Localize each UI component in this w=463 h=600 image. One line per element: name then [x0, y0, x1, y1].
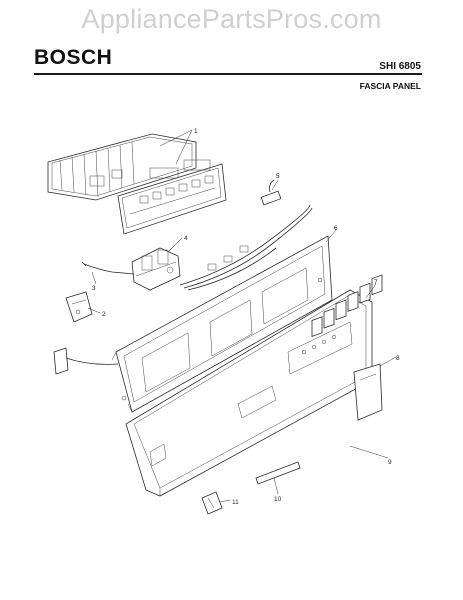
callout-4: 4: [184, 235, 188, 242]
callout-10: 10: [274, 496, 282, 503]
callout-9: 9: [388, 459, 392, 466]
callout-11: 11: [232, 499, 239, 506]
part-3-wire: [81, 261, 135, 275]
part-8-trim-strip: [353, 363, 383, 421]
model-number: SHI 6805: [379, 61, 421, 72]
section-title: FASCIA PANEL: [359, 81, 421, 91]
side-bracket: [53, 347, 119, 375]
part-2-bracket: [65, 291, 93, 323]
wiring-harness: [179, 204, 313, 291]
leader-lines: [87, 129, 397, 503]
callout-labels: 1 2 3 4 5 6 7 8 9 10 11: [92, 128, 400, 506]
callout-2: 2: [102, 311, 106, 318]
part-9-button-keys: [311, 274, 383, 337]
watermark-text: AppliancePartsPros.com: [81, 4, 382, 34]
part-6-inner-frame: [111, 235, 333, 413]
callout-6: 6: [334, 225, 338, 232]
part-1-control-module: [47, 133, 227, 235]
callout-7: 7: [374, 279, 378, 286]
brand-logo: BOSCH: [34, 46, 113, 69]
callout-1: 1: [194, 128, 198, 135]
part-10-handle: [255, 461, 301, 485]
callout-3: 3: [92, 285, 96, 292]
part-4-switch-assembly: [131, 247, 181, 291]
header-rule: [34, 73, 422, 75]
callout-8: 8: [396, 355, 400, 362]
part-11-cap: [201, 491, 223, 515]
part-7-fascia-panel: [125, 289, 373, 497]
part-5-connector: [260, 179, 282, 206]
callout-5: 5: [276, 173, 280, 180]
